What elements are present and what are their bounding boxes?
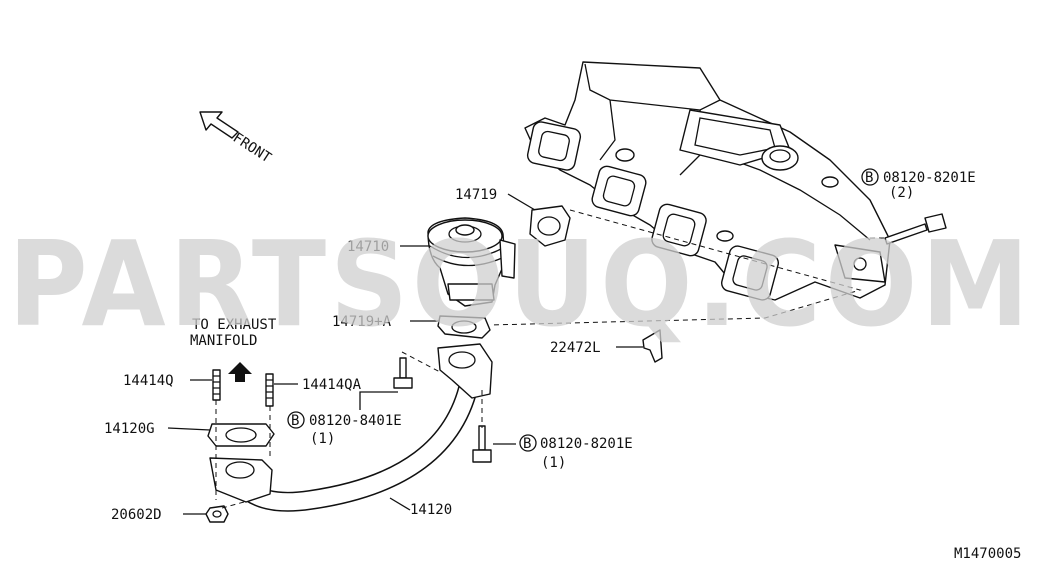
bolt-top-code: 08120-8201E bbox=[883, 170, 976, 186]
egr-valve[interactable] bbox=[427, 217, 516, 307]
bolt-top-qty: (2) bbox=[889, 185, 914, 201]
bolt-low-code: 08120-8201E bbox=[540, 436, 633, 452]
label-14719: 14719 bbox=[455, 187, 497, 203]
note-line-2: MANIFOLD bbox=[190, 333, 257, 349]
label-14120g: 14120G bbox=[104, 421, 155, 437]
diagram-id: M1470005 bbox=[954, 546, 1021, 562]
stud-14414q[interactable] bbox=[212, 369, 221, 401]
egr-tube[interactable] bbox=[209, 343, 493, 512]
intake-manifold[interactable] bbox=[524, 61, 891, 302]
label-14710: 14710 bbox=[347, 239, 389, 255]
bolt-low-qty: (1) bbox=[541, 455, 566, 471]
alignment-lines bbox=[215, 209, 885, 509]
bolt-callout-low: B 08120-8201E (1) bbox=[519, 434, 633, 471]
bracket-22472l[interactable] bbox=[642, 329, 663, 363]
leader-lines bbox=[167, 193, 643, 515]
bolt-mid-08120-8401e[interactable] bbox=[393, 357, 413, 389]
label-22472l: 22472L bbox=[550, 340, 601, 356]
bolt-mid-symbol: B bbox=[291, 413, 299, 429]
bolt-low-symbol: B bbox=[523, 436, 531, 452]
bolt-top-symbol: B bbox=[865, 170, 873, 186]
nut-20602d[interactable] bbox=[205, 505, 229, 523]
front-label: FRONT bbox=[230, 130, 275, 167]
note-line-1: TO EXHAUST bbox=[192, 317, 277, 333]
bolt-callout-top: B 08120-8201E (2) bbox=[861, 168, 976, 201]
gasket-14719[interactable] bbox=[529, 205, 571, 247]
part-labels: 14719 14710 14719+A 22472L 14414Q 14414Q… bbox=[104, 187, 601, 523]
label-14414qa: 14414QA bbox=[302, 377, 362, 393]
bolt-top-08120-8201e[interactable] bbox=[884, 213, 947, 245]
up-arrow-icon bbox=[228, 362, 252, 382]
stud-14414qa[interactable] bbox=[265, 373, 274, 407]
watermark: PARTSOUQ.COM bbox=[8, 215, 1033, 353]
label-20602d: 20602D bbox=[111, 507, 162, 523]
gasket-14120g[interactable] bbox=[207, 423, 275, 447]
label-14719-a: 14719+A bbox=[332, 314, 392, 330]
gasket-14719-a[interactable] bbox=[437, 315, 491, 339]
bolt-low-08120-8201e[interactable] bbox=[472, 425, 492, 463]
label-14120: 14120 bbox=[410, 502, 452, 518]
label-14414q: 14414Q bbox=[123, 373, 174, 389]
bolt-callout-mid: B 08120-8401E (1) bbox=[287, 411, 402, 447]
front-direction-arrow: FRONT bbox=[199, 111, 275, 167]
bolt-mid-qty: (1) bbox=[310, 431, 335, 447]
bolt-mid-code: 08120-8401E bbox=[309, 413, 402, 429]
